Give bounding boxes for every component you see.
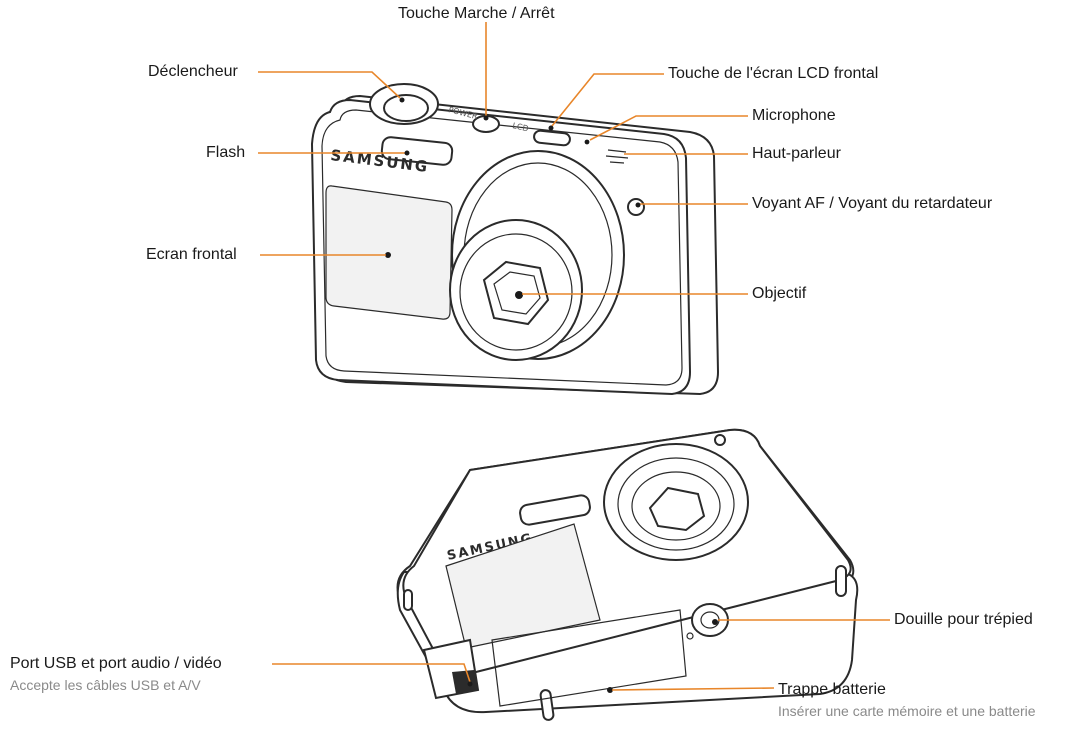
lcd-button [533, 129, 571, 147]
bottom-lens-ring-3 [631, 471, 721, 541]
battery-door [491, 609, 687, 707]
lens-aperture-inner [493, 271, 541, 315]
bottom-front-screen [445, 523, 601, 649]
side-hole-left [403, 589, 413, 611]
sublabel-battery-door: Insérer une carte mémoire et une batteri… [778, 703, 1036, 719]
label-battery-door: Trappe batterie [778, 681, 886, 698]
label-af-lamp: Voyant AF / Voyant du retardateur [752, 195, 993, 212]
af-lamp [627, 198, 645, 216]
lens-inner-ring [459, 233, 573, 351]
label-shutter: Déclencheur [148, 63, 238, 80]
lens-center-dot [515, 291, 523, 299]
camera-body-bevel [321, 109, 683, 386]
speaker-grille [605, 149, 629, 164]
strap-slot-right [835, 565, 847, 597]
flash-window [380, 136, 454, 166]
label-lens: Objectif [752, 285, 807, 302]
battery-door-dot [607, 687, 613, 693]
usb-port-opening [452, 670, 478, 694]
bottom-lens-ring-2 [617, 457, 735, 551]
bottom-lens-aperture [648, 486, 706, 532]
microphone-hole [584, 139, 590, 145]
leader-lcd-button [551, 73, 664, 127]
camera-bottom-view: SAMSUNG [396, 428, 859, 721]
leader-usb [272, 663, 471, 683]
bottom-flash [519, 494, 591, 526]
camera-front-view: POWER LCD SAMSUNG [310, 83, 720, 396]
tripod-pin [686, 632, 694, 640]
label-usb-port: Port USB et port audio / vidéo [10, 655, 222, 672]
leader-microphone [589, 115, 748, 141]
leader-shutter [258, 71, 401, 99]
label-speaker: Haut-parleur [752, 145, 841, 162]
leader-lines [258, 22, 890, 691]
sublabel-usb-port: Accepte les câbles USB et A/V [10, 677, 201, 693]
leader-battery [611, 687, 775, 691]
lcd-marking: LCD [512, 121, 530, 133]
label-microphone: Microphone [752, 107, 836, 124]
bottom-af-lamp [714, 434, 726, 446]
label-power-button: Touche Marche / Arrêt [398, 5, 555, 22]
label-front-screen: Ecran frontal [146, 246, 237, 263]
label-flash: Flash [206, 144, 246, 161]
shutter-button [383, 94, 429, 122]
label-lcd-button: Touche de l'écran LCD frontal [668, 65, 879, 82]
front-screen-dot [385, 252, 391, 258]
label-tripod-socket: Douille pour trépied [894, 611, 1033, 628]
tripod-dot [712, 619, 718, 625]
